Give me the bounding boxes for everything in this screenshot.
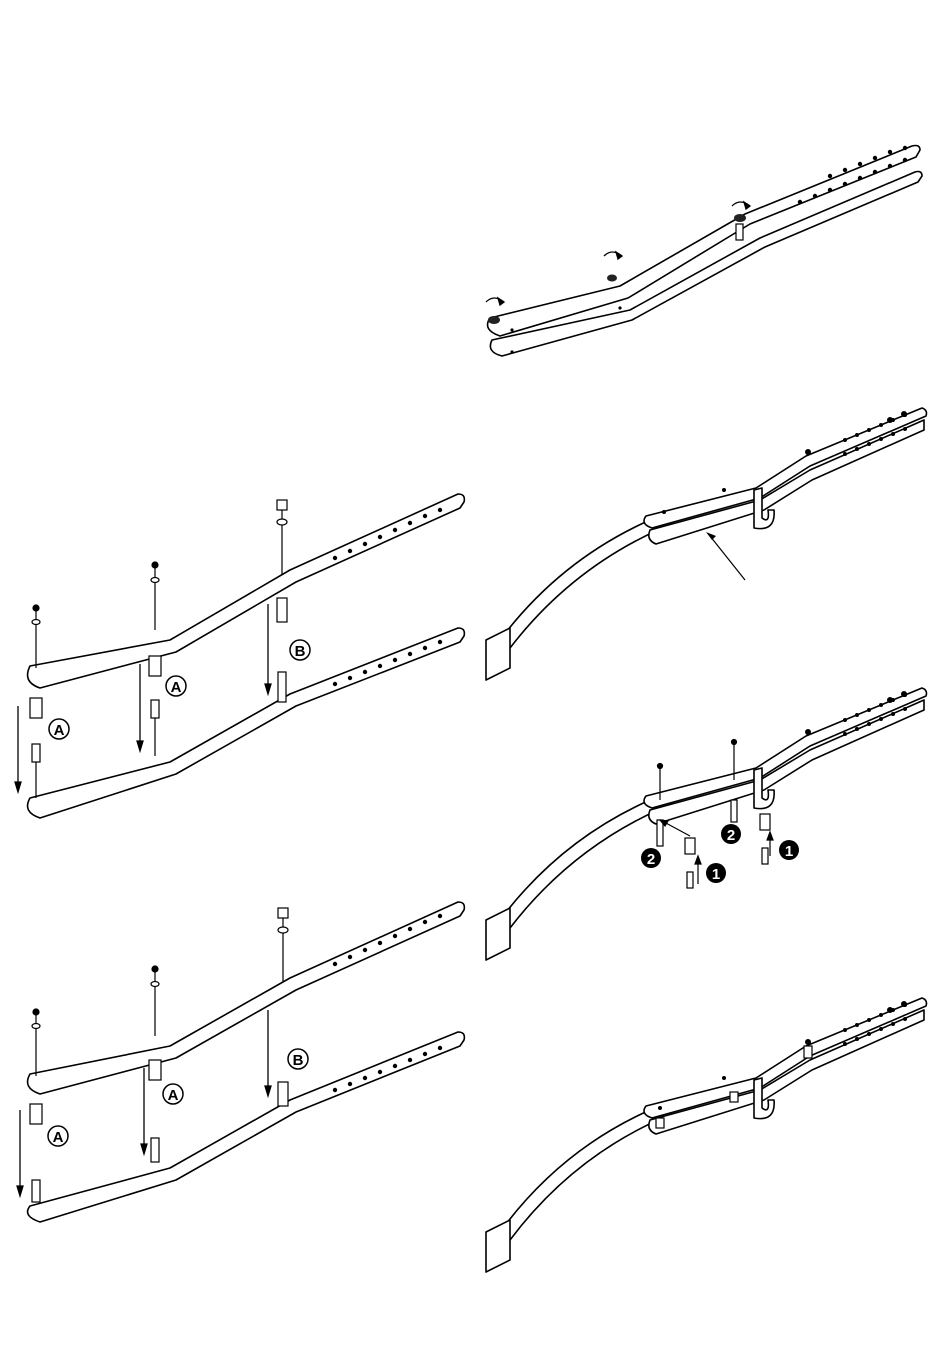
svg-text:2: 2 bbox=[727, 827, 735, 844]
wall-bracket bbox=[486, 628, 510, 680]
curved-arm bbox=[500, 800, 658, 928]
callout-label-b: B bbox=[288, 1049, 308, 1069]
figure-5-bolts-and-spacers: 2 2 1 1 bbox=[480, 680, 930, 970]
svg-text:A: A bbox=[171, 679, 182, 696]
callout-label-a: A bbox=[48, 1126, 68, 1146]
upper-plate bbox=[644, 998, 927, 1118]
callout-label-a: A bbox=[163, 1084, 183, 1104]
pointer-arrow-icon bbox=[710, 536, 745, 580]
wall-bracket bbox=[486, 908, 510, 960]
svg-text:A: A bbox=[168, 1087, 179, 1104]
curved-arm bbox=[500, 520, 658, 648]
figure-2-exploded-spacers: A A B bbox=[14, 490, 474, 830]
svg-text:2: 2 bbox=[647, 851, 655, 868]
callout-label-b: B bbox=[290, 640, 310, 660]
lower-plate bbox=[28, 1032, 465, 1222]
lower-plate bbox=[490, 172, 922, 357]
svg-text:B: B bbox=[293, 1052, 304, 1069]
down-arrow-icon bbox=[17, 1010, 271, 1196]
upper-plate bbox=[644, 688, 927, 808]
callout-label-a: A bbox=[49, 719, 69, 739]
svg-text:B: B bbox=[295, 643, 306, 660]
svg-text:1: 1 bbox=[785, 843, 793, 860]
figure-6-assembled-arm bbox=[480, 990, 930, 1280]
down-arrow-icon bbox=[15, 604, 271, 792]
wall-bracket bbox=[486, 1220, 510, 1272]
curved-arm bbox=[500, 1110, 658, 1240]
callout-label-2: 2 bbox=[641, 848, 661, 868]
callout-label-1: 1 bbox=[779, 840, 799, 860]
svg-text:1: 1 bbox=[712, 866, 720, 883]
callout-label-a: A bbox=[166, 676, 186, 696]
figure-1-tighten-plates bbox=[470, 130, 930, 380]
callout-label-1: 1 bbox=[706, 863, 726, 883]
callout-label-2: 2 bbox=[721, 824, 741, 844]
upper-plate bbox=[488, 146, 920, 337]
figure-3-exploded-spacers: A A B bbox=[14, 900, 474, 1230]
svg-text:A: A bbox=[54, 722, 65, 739]
upper-plate bbox=[644, 408, 927, 528]
svg-text:A: A bbox=[53, 1129, 64, 1146]
figure-4-curved-arm-mounted bbox=[480, 400, 930, 690]
